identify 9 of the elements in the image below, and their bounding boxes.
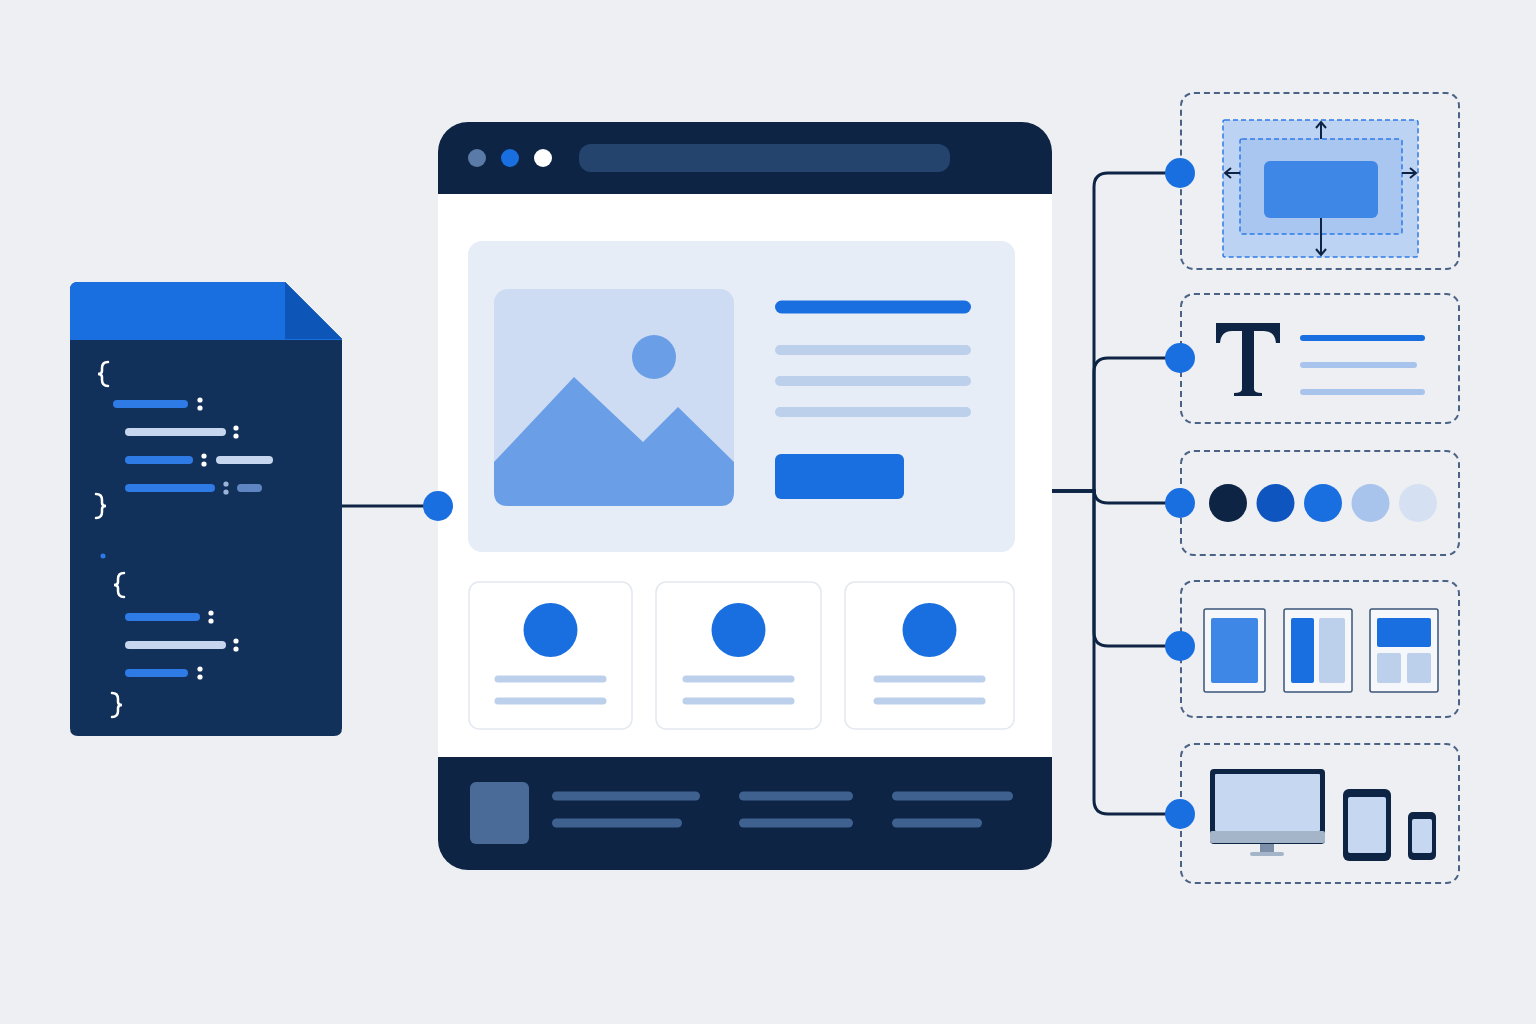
- dashed-panel: [1180, 293, 1460, 424]
- dashed-panel: [1180, 743, 1460, 884]
- connector-line: [1052, 489, 1195, 829]
- browser-window-drawing: [438, 122, 1052, 870]
- dashed-panel: [1180, 580, 1460, 718]
- connector-line: [342, 491, 453, 521]
- dashed-panel: [1180, 92, 1460, 270]
- dashed-panel: [1180, 450, 1460, 556]
- code-file-drawing: [70, 282, 342, 736]
